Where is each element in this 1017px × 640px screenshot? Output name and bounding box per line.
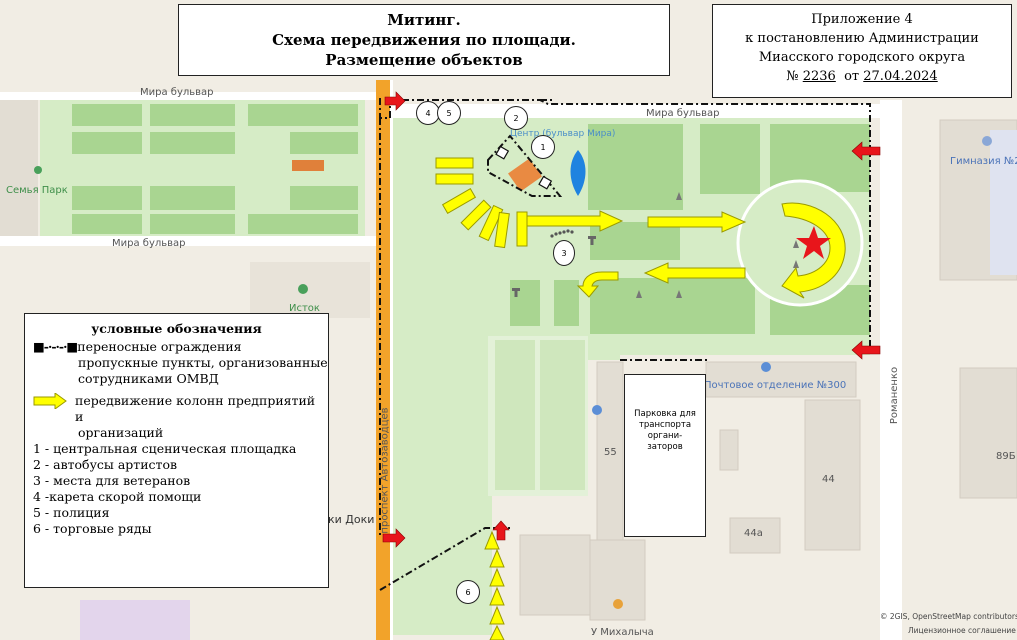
legend-item: 3 - места для ветеранов [33, 473, 191, 488]
license-link[interactable]: Лицензионное соглашение [908, 626, 1016, 635]
poi-semya-icon [34, 166, 42, 174]
building-number-44: 44 [822, 474, 835, 485]
barrier-symbol-icon: ■-·-·-·■ [33, 339, 78, 354]
stage-star-icon [796, 226, 831, 259]
bench-icon [292, 160, 324, 171]
stage-building [508, 158, 542, 192]
number-prefix: № [786, 69, 799, 84]
legend-item: 5 - полиция [33, 505, 110, 520]
building-number-55: 55 [604, 447, 617, 458]
title-line-3: Размещение объектов [325, 51, 523, 69]
decree-date: 27.04.2024 [863, 69, 938, 84]
legend-row-barrier: ■-·-·-·■ переносные ограждения [33, 339, 320, 355]
appendix-line-4: № 2236 от 27.04.2024 [713, 67, 1011, 86]
street-label-mira-mid: Мира бульвар [112, 238, 186, 249]
marker-2-artist-buses[interactable]: 2 [504, 106, 528, 130]
legend-checkpoints-line-2: сотрудниками ОМВД [78, 371, 219, 386]
lower-lawn-4 [540, 340, 585, 490]
title-line-1: Митинг. [387, 11, 461, 29]
street-label-mira-top-right: Мира бульвар [646, 108, 720, 119]
legend-item: 4 -карета скорой помощи [33, 489, 202, 504]
legend-box: условные обозначения ■-·-·-·■ переносные… [24, 313, 329, 588]
organizers-parking-box: Парковка для транспорта органи- заторов [624, 374, 706, 537]
appendix-line-1: Приложение 4 [811, 12, 913, 27]
appendix-line-2: к постановлению Администрации [745, 31, 979, 46]
poi-mikhalycha-icon [613, 599, 623, 609]
location-pin-icon [570, 150, 586, 196]
appendix-box: Приложение 4 к постановлению Администрац… [712, 4, 1012, 98]
buildings [519, 119, 1017, 621]
legend-item: 1 - центральная сценическая площадка [33, 441, 297, 456]
legend-item: 2 - автобусы артистов [33, 457, 178, 472]
map-copyright: © 2GIS, OpenStreetMap contributors [880, 612, 1017, 621]
legend-movement-text-1: передвижение колонн предприятий и [75, 393, 316, 424]
poi-church-icon [592, 405, 602, 415]
poi-label-gymnasium: Гимназия №2 [950, 156, 1017, 167]
poi-label-mikhalycha: У Михалыча [591, 627, 654, 638]
poi-label-post-office: Почтовое отделение №300 [704, 380, 847, 391]
marker-3-veterans[interactable]: 3 [553, 240, 575, 266]
parking-line-4: заторов [647, 442, 683, 452]
poi-post-icon [761, 362, 771, 372]
veterans-dots [550, 229, 574, 238]
building-number-89b: 89Б [996, 451, 1016, 462]
street-label-avtozavodtsev: проспект Автозаводцев [379, 407, 391, 534]
lower-left-building [80, 600, 190, 640]
movement-arrow-icon [33, 393, 67, 409]
poi-gymnasium-icon [982, 136, 992, 146]
gymnasium-building [990, 130, 1017, 275]
date-prefix: от [844, 69, 860, 84]
poi-label-istok: Исток [289, 303, 320, 314]
parking-line-3: органи- [647, 431, 683, 441]
mira-road-mid [0, 236, 380, 246]
poi-label-center: Центр (бульвар Мира) [510, 129, 616, 139]
legend-checkpoints-line-1: пропускные пункты, организованные [78, 355, 328, 370]
legend-title: условные обозначения [91, 321, 262, 336]
parking-line-2: транспорта [638, 420, 692, 430]
marker-1-central-stage[interactable]: 1 [531, 135, 555, 159]
left-building [0, 100, 38, 236]
appendix-line-3: Миасского городского округа [758, 50, 966, 65]
decree-number: 2236 [802, 69, 836, 84]
checkpoint-squares [495, 145, 553, 190]
mira-road-top [0, 92, 380, 100]
left-park-lawns [72, 104, 358, 234]
romanenko-street [880, 100, 902, 640]
title-line-2: Схема передвижения по площади. [272, 31, 576, 49]
building-number-44a: 44а [744, 528, 763, 539]
square-lawns [510, 124, 870, 335]
fountain-icons [512, 236, 596, 297]
istok-area [250, 262, 370, 318]
avenue-avtozavodtsev [376, 80, 390, 640]
poi-label-doki: ки Доки [328, 513, 375, 526]
legend-item: 6 - торговые ряды [33, 521, 152, 536]
marker-6-trading-rows[interactable]: 6 [456, 580, 480, 604]
poi-label-semya-park: Семья Парк [6, 185, 68, 196]
parking-line-1: Парковка для [634, 409, 696, 419]
street-label-romanenko: Романенко [889, 366, 901, 425]
marker-5-police[interactable]: 5 [437, 101, 461, 125]
legend-row-movement: передвижение колонн предприятий и [33, 393, 320, 425]
monument-icons [636, 192, 799, 298]
legend-barrier-text: переносные ограждения [77, 339, 242, 354]
mira-road-right [390, 104, 890, 118]
title-box: Митинг. Схема передвижения по площади. Р… [178, 4, 670, 76]
street-label-mira-top-left: Мира бульвар [140, 87, 214, 98]
avenue-edge [390, 80, 393, 640]
legend-movement-text-2: организаций [78, 425, 164, 440]
checkpoint-arrows [382, 91, 881, 548]
movement-arrows [435, 157, 846, 640]
poi-istok-icon [298, 284, 308, 294]
lower-lawn-3 [495, 340, 535, 490]
